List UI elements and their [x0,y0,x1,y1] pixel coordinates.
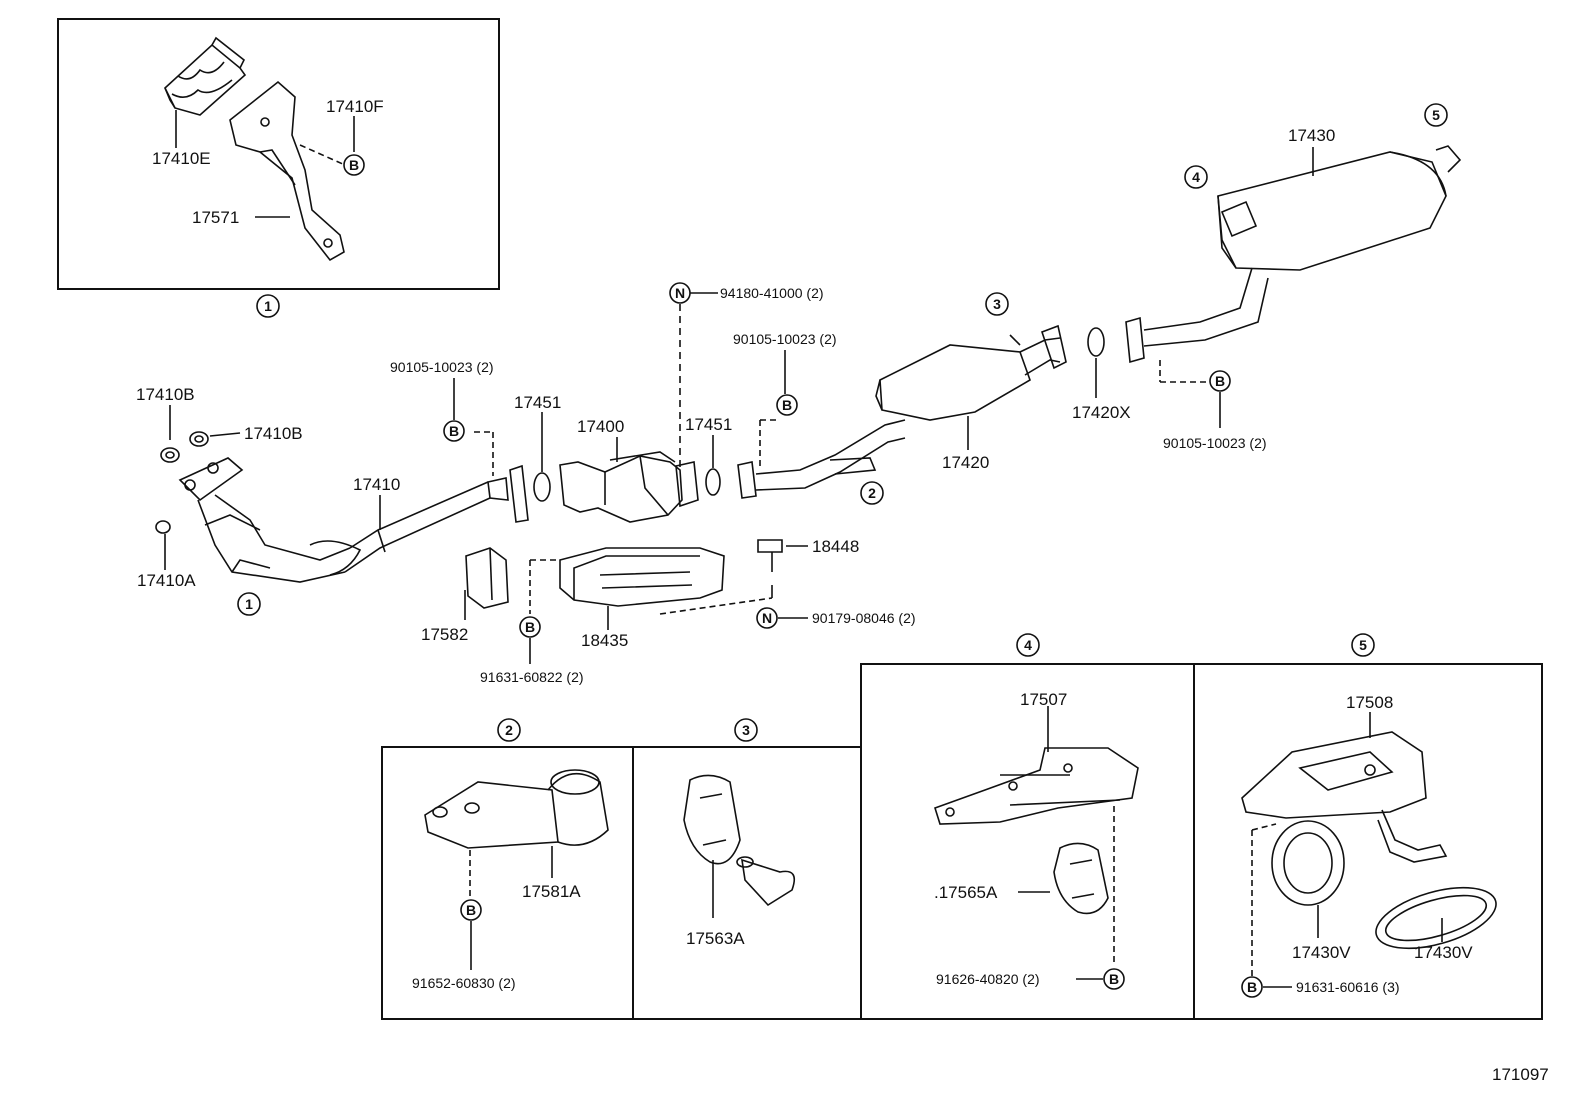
center-pipe-icon [737,324,1067,499]
svg-text:5: 5 [1359,637,1367,653]
label-17581a: 17581A [522,882,581,901]
callout-1-inset: 1 [256,294,280,318]
rubber-ring-icon [1271,820,1497,950]
svg-text:4: 4 [1024,637,1032,653]
stay-icon [757,539,783,572]
label-17430v-1: 17430V [1292,943,1351,962]
bracket-icon [934,747,1139,825]
gasket-ring-icon [533,472,551,502]
label-91631-60616: 91631-60616 (3) [1296,979,1400,995]
bracket-icon [1241,731,1448,863]
svg-text:B: B [466,902,476,918]
svg-text:B: B [525,619,535,635]
bolt-symbol: B [443,420,465,442]
label-17410a: 17410A [137,571,196,590]
hanger-bracket-icon [424,769,609,849]
rubber-hanger-icon [1053,842,1109,915]
callout-5-panel: 5 [1351,633,1375,657]
label-17563a: 17563A [686,929,745,948]
label-17400: 17400 [577,417,624,436]
nut-symbol: N [669,282,691,304]
callout-3-main: 3 [985,292,1009,316]
label-91631-60822: 91631-60822 (2) [480,669,584,685]
gasket-ring-icon [705,468,721,496]
diagram-id: 171097 [1492,1065,1549,1084]
label-17507: 17507 [1020,690,1067,709]
label-90105-front: 90105-10023 (2) [390,359,494,375]
svg-text:4: 4 [1192,169,1200,185]
label-91652: 91652-60830 (2) [412,975,516,991]
svg-text:B: B [1109,971,1119,987]
svg-text:B: B [349,157,359,173]
bolt-symbol: B [343,154,365,176]
callout-1-main: 1 [237,592,261,616]
label-17420x: 17420X [1072,403,1131,422]
svg-text:B: B [1215,373,1225,389]
label-94180: 94180-41000 (2) [720,285,824,301]
svg-text:B: B [449,423,459,439]
label-90179: 90179-08046 (2) [812,610,916,626]
callout-5-main: 5 [1424,103,1448,127]
flange-icon [509,464,529,523]
label-17565a: .17565A [934,883,998,902]
svg-text:B: B [1247,979,1257,995]
label-17571: 17571 [192,208,239,227]
bolt-symbol: B [519,616,541,638]
label-17582: 17582 [421,625,468,644]
label-17410b-2: 17410B [244,424,303,443]
front-pipe-icon [178,457,509,583]
label-90105-mid: 90105-10023 (2) [733,331,837,347]
heat-insulator-icon [164,36,247,116]
gasket-ring-icon [1087,327,1105,357]
svg-text:5: 5 [1432,107,1440,123]
nut-symbol: N [756,607,778,629]
catalytic-converter-icon [559,451,699,523]
svg-text:N: N [762,610,772,626]
label-17430: 17430 [1288,126,1335,145]
label-17420: 17420 [942,453,989,472]
inset-box: B 17410E 17410F 17571 [57,18,500,290]
svg-text:3: 3 [742,722,750,738]
label-17508: 17508 [1346,693,1393,712]
svg-text:1: 1 [264,298,272,314]
bolt-symbol: B [776,394,798,416]
label-17410f: 17410F [326,97,384,116]
callout-2-panel: 2 [497,718,521,742]
svg-text:1: 1 [245,596,253,612]
gasket-icon [155,431,209,534]
label-91626: 91626-40820 (2) [936,971,1040,987]
svg-text:2: 2 [868,485,876,501]
label-18435: 18435 [581,631,628,650]
callout-2-main: 2 [860,481,884,505]
bolt-symbol: B [1103,968,1125,990]
bracket-icon [229,80,345,262]
svg-text:3: 3 [993,296,1001,312]
bolt-symbol: B [460,899,482,921]
muffler-icon [1125,145,1462,364]
svg-text:2: 2 [505,722,513,738]
label-17410: 17410 [353,475,400,494]
callout-4-panel: 4 [1016,633,1040,657]
heat-shield-icon [559,547,725,607]
bolt-symbol: B [1209,370,1231,392]
rubber-hanger-icon [683,774,796,907]
label-17451-a: 17451 [514,393,561,412]
panel-4-5 [860,663,1543,1020]
support-icon [465,547,509,609]
label-17410e: 17410E [152,149,211,168]
bolt-symbol: B [1241,976,1263,998]
svg-text:N: N [675,285,685,301]
callout-3-panel: 3 [734,718,758,742]
label-18448: 18448 [812,537,859,556]
label-17430v-2: 17430V [1414,943,1473,962]
label-17451-b: 17451 [685,415,732,434]
label-90105-rear: 90105-10023 (2) [1163,435,1267,451]
label-17410b-1: 17410B [136,385,195,404]
callout-4-main: 4 [1184,165,1208,189]
svg-text:B: B [782,397,792,413]
